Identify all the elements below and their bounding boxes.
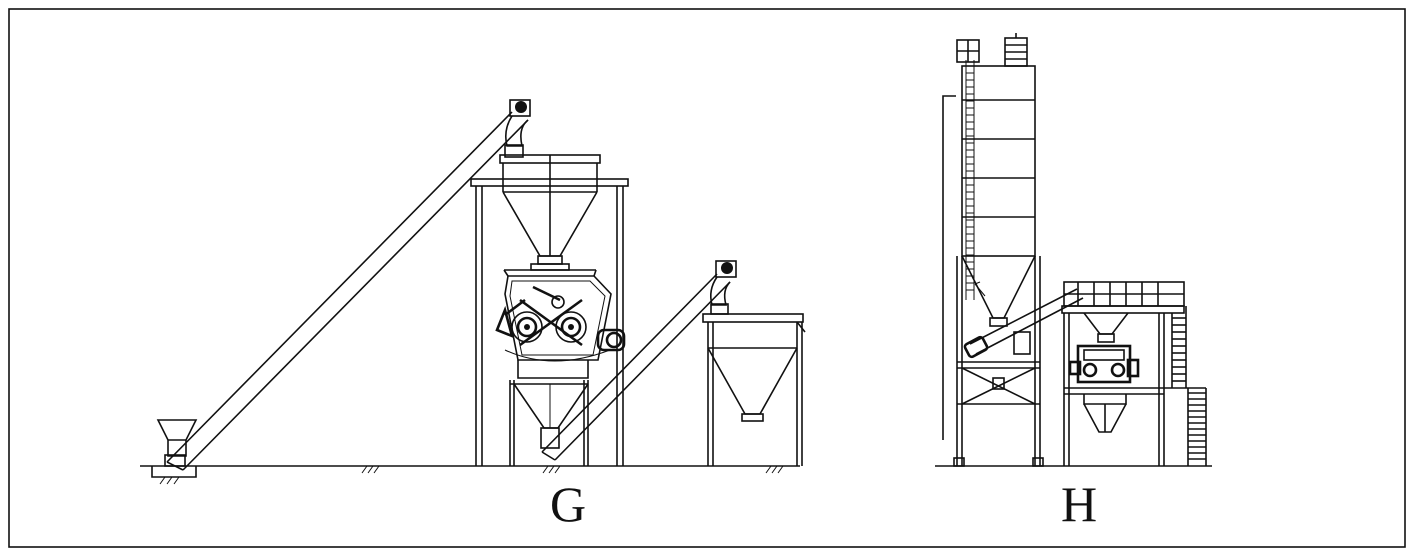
silo-ladder xyxy=(965,60,975,300)
feed-hopper xyxy=(156,419,198,457)
long-screw-conveyor xyxy=(166,99,531,471)
tower-mixer xyxy=(1068,344,1140,384)
diagram-frame xyxy=(8,8,1406,548)
lower-hopper xyxy=(513,383,589,429)
panel-h: H xyxy=(935,33,1212,532)
product-bin xyxy=(702,313,806,466)
vent-pipe xyxy=(942,95,956,440)
tower-stair xyxy=(1164,306,1207,466)
feed-pit xyxy=(151,466,197,478)
main-support-frame xyxy=(470,178,629,466)
storage-silo xyxy=(953,65,1044,467)
mixer-body xyxy=(495,269,626,379)
mixing-tower xyxy=(1061,281,1185,466)
top-hopper xyxy=(499,154,601,271)
silo-roof-equipment xyxy=(956,33,1028,67)
panel-g: G xyxy=(140,99,806,532)
silo-screw-conveyor xyxy=(963,281,1084,359)
short-screw-conveyor xyxy=(540,260,737,461)
ground-hatch-g xyxy=(159,465,784,485)
panel-label-g: G xyxy=(550,476,586,532)
panel-label-h: H xyxy=(1061,476,1097,532)
